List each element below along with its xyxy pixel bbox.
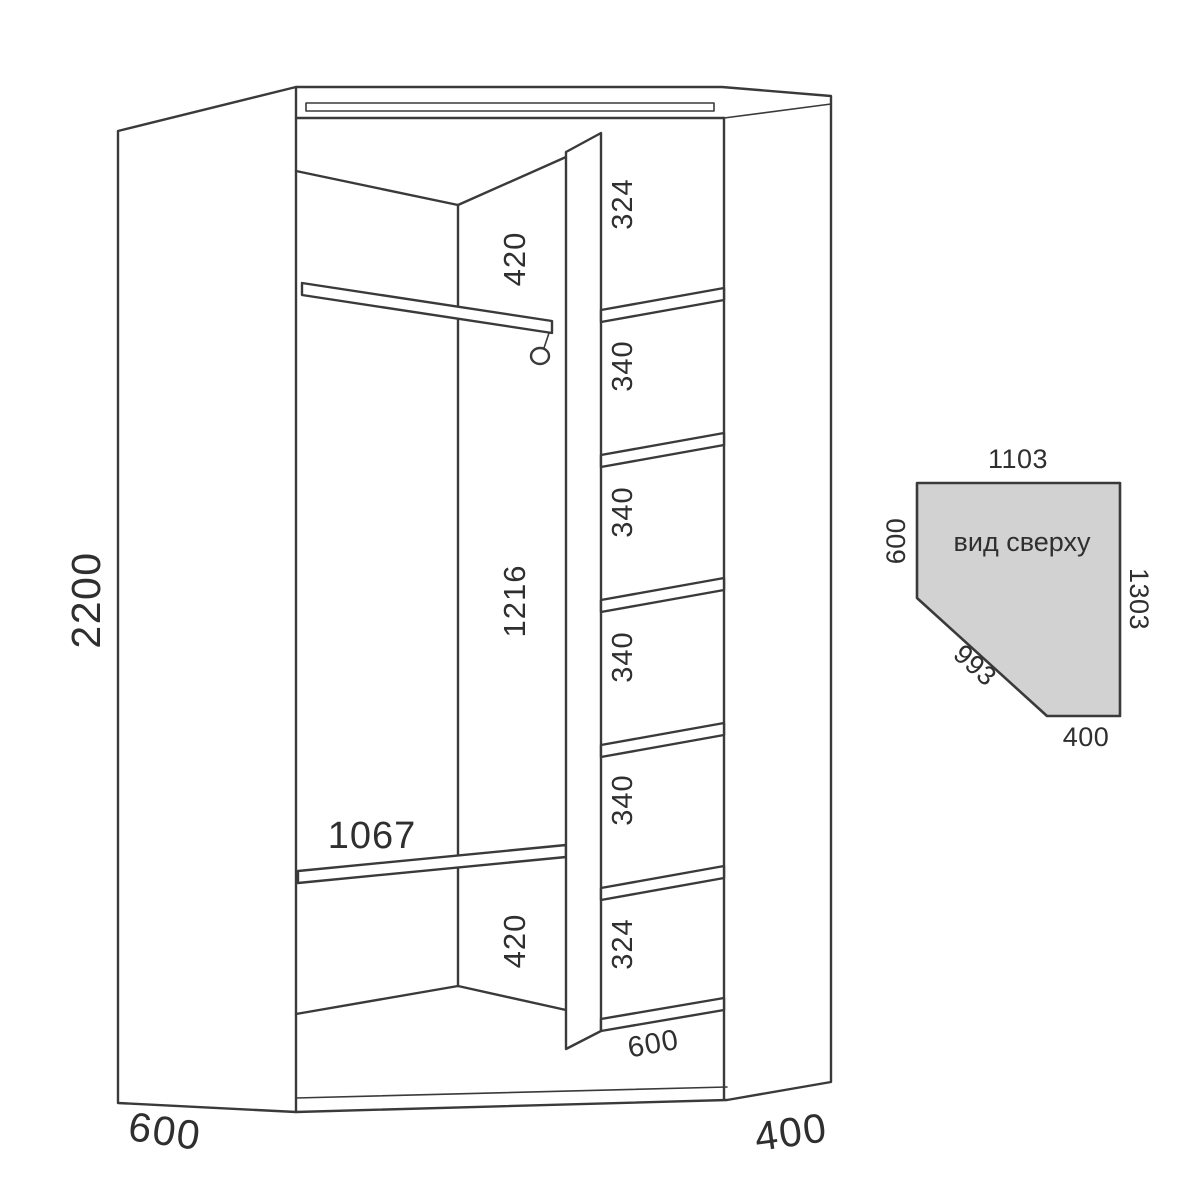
dim-section-1: 324 — [607, 178, 639, 229]
left-back-top-edge — [294, 169, 460, 207]
dim-section-5: 340 — [607, 774, 639, 825]
column-shelf-3 — [599, 576, 726, 614]
dim-left-depth: 600 — [126, 1103, 205, 1159]
dim-section-4: 340 — [607, 631, 639, 682]
base-front-edge — [295, 1086, 728, 1099]
dim-section-3: 340 — [607, 486, 639, 537]
hanging-rail — [300, 281, 554, 335]
dim-section-2: 340 — [607, 340, 639, 391]
dim-topview-bottom-width: 400 — [1063, 722, 1110, 752]
divider-panel — [564, 131, 603, 1051]
dim-total-height: 2200 — [63, 551, 109, 648]
dim-top-section: 420 — [497, 232, 532, 287]
front-view: 2200 600 400 420 1216 420 1067 324 340 3… — [63, 85, 833, 1160]
dim-middle-section: 1216 — [497, 565, 532, 638]
rail-end-cap — [529, 346, 551, 366]
right-panel-top-edge — [723, 103, 832, 119]
right-back-bottom-edge — [456, 984, 568, 1012]
dim-bottom-section: 420 — [497, 914, 532, 969]
right-back-top-edge — [456, 155, 568, 207]
dim-topview-top-width: 1103 — [988, 444, 1048, 474]
column-shelf-5 — [599, 864, 726, 902]
rail-bracket — [543, 332, 550, 349]
top-view-outline — [915, 481, 1122, 718]
left-back-bottom-edge — [294, 984, 460, 1016]
top-view: вид сверху 1103 600 1303 993 400 — [881, 444, 1154, 752]
column-shelf-4 — [599, 721, 726, 759]
top-view-caption: вид сверху — [954, 527, 1091, 557]
dim-section-6: 324 — [607, 918, 639, 969]
column-shelf-2 — [599, 431, 726, 469]
column-bottom-board — [599, 996, 726, 1033]
dim-topview-left-side: 600 — [881, 518, 911, 565]
dim-right-depth: 400 — [752, 1104, 831, 1160]
top-rail-detail — [305, 102, 715, 112]
dim-shelf-width: 1067 — [328, 815, 417, 857]
dim-topview-right-side: 1303 — [1124, 568, 1154, 630]
column-shelf-1 — [599, 286, 726, 324]
